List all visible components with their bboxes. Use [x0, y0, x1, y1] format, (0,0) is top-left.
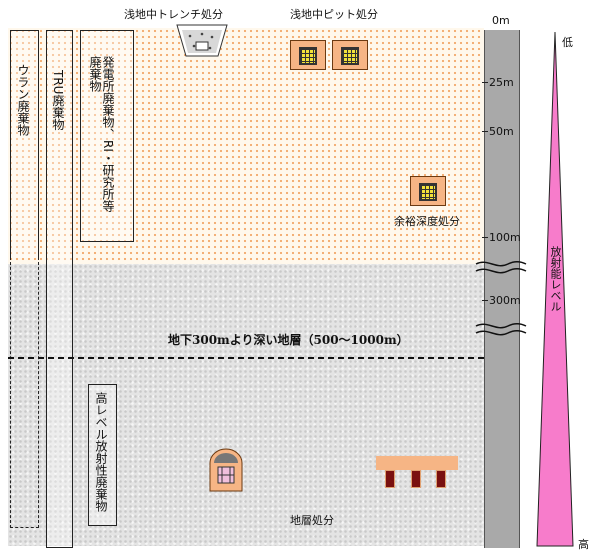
radioactivity-level-triangle [536, 31, 574, 547]
tru-waste-box [46, 30, 73, 548]
depth-tick-25m [482, 82, 488, 83]
hlw-waste-label: 高レベル放射性廃棄物 [94, 392, 108, 512]
radioactivity-high-label: 高 [578, 538, 589, 551]
pit-disposal-label: 浅地中ピット処分 [290, 8, 378, 21]
uranium-waste-box [10, 30, 39, 258]
radioactivity-level-title: 放射能レベル [549, 246, 562, 312]
tru-waste-label: TRU廃棄物 [51, 70, 65, 131]
deep-strata-boundary-line [8, 357, 484, 359]
depth-label-300m: 300m [489, 294, 521, 307]
depth-label-50m: 50m [489, 125, 514, 138]
radioactivity-low-label: 低 [562, 36, 573, 49]
geological-disposal-label: 地層処分 [290, 514, 334, 527]
uranium-waste-label: ウラン廃棄物 [16, 64, 30, 136]
uranium-waste-box-extension [10, 257, 39, 528]
plant-ri-waste-box [80, 30, 134, 242]
depth-label-0m: 0m [492, 14, 510, 27]
deep-ground-zone [8, 264, 484, 546]
depth-tick-300m [482, 300, 488, 301]
geological-borehole-2 [411, 470, 421, 488]
trench-disposal-label: 浅地中トレンチ処分 [124, 8, 223, 21]
plant-ri-waste-label: 発電所廃棄物、RI・研究所等廃棄物 [88, 56, 115, 212]
deep-strata-label: 地下300mより深い地層（500～1000m） [168, 333, 409, 347]
geological-borehole-1 [385, 470, 395, 488]
geological-borehole-3 [436, 470, 446, 488]
depth-label-25m: 25m [489, 76, 514, 89]
intermediate-depth-facility [410, 176, 446, 206]
shallow-ground-zone [8, 28, 484, 264]
pit-facility-2 [332, 40, 368, 70]
trench-facility-icon [176, 24, 228, 57]
depth-scale-column [484, 30, 520, 548]
geological-tunnel-facility-icon [209, 448, 243, 492]
hlw-waste-box [88, 384, 117, 526]
depth-label-100m: 100m [489, 231, 521, 244]
pit-facility-1 [290, 40, 326, 70]
depth-tick-100m [482, 237, 488, 238]
geological-gallery-facility [376, 456, 458, 470]
depth-break-mark-2 [475, 322, 527, 336]
intermediate-depth-label: 余裕深度処分 [394, 215, 460, 228]
depth-tick-50m [482, 131, 488, 132]
depth-break-mark-1 [475, 260, 527, 274]
